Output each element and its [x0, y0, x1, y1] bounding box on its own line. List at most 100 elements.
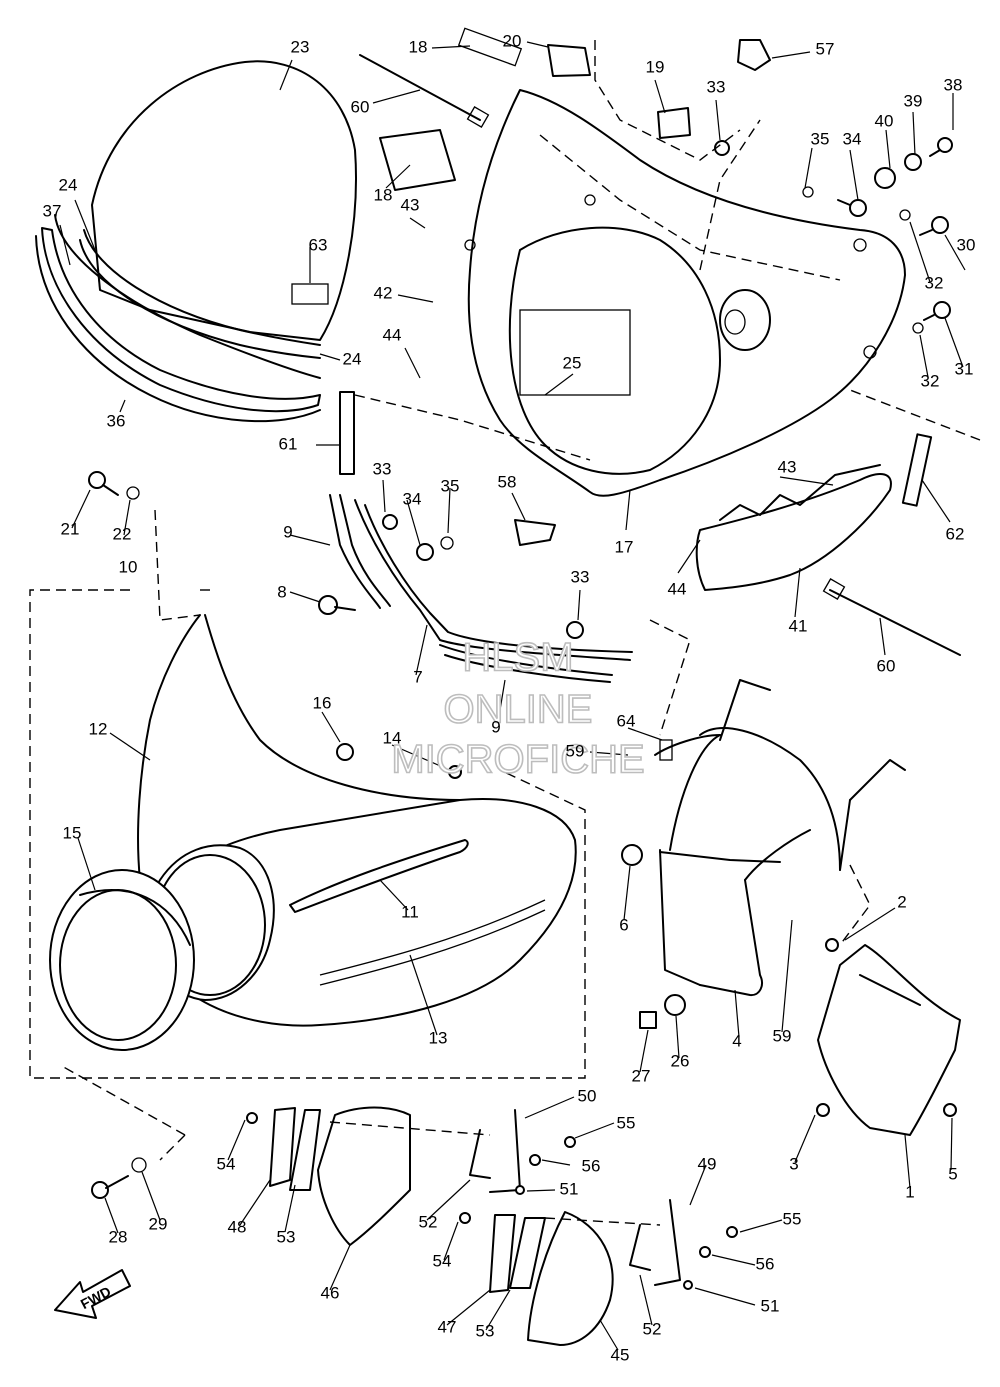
callout-59: 59	[566, 741, 585, 760]
callout-32b: 32	[921, 371, 940, 390]
callout-62: 62	[946, 524, 965, 543]
callout-19: 19	[646, 57, 665, 76]
callout-36: 36	[107, 411, 126, 430]
callout-60b: 60	[877, 656, 896, 675]
callout-60: 60	[351, 97, 370, 116]
callout-40: 40	[875, 111, 894, 130]
callout-18b: 18	[374, 185, 393, 204]
cable-tie-parts	[339, 27, 961, 761]
callout-50: 50	[578, 1086, 597, 1105]
callout-45: 45	[611, 1345, 630, 1364]
callout-28: 28	[109, 1227, 128, 1246]
callout-9b: 9	[491, 717, 500, 736]
callout-21: 21	[61, 519, 80, 538]
callout-labels: 23 18 20 19 33 57 38 39 40 35 34 60 18 4…	[43, 31, 976, 1364]
fwd-arrow-icon: FWD	[54, 1269, 131, 1319]
callout-51b: 51	[761, 1296, 780, 1315]
connector-lines	[59, 40, 981, 1226]
callout-33c: 33	[571, 567, 590, 586]
callout-11: 11	[401, 902, 419, 921]
lower-cover-part	[695, 464, 892, 591]
inner-cover-parts	[269, 1106, 681, 1346]
callout-1: 1	[905, 1182, 914, 1201]
callout-9: 9	[283, 522, 292, 541]
callout-55: 55	[617, 1113, 636, 1132]
leader-lines	[59, 41, 966, 1351]
callout-2: 2	[897, 892, 906, 911]
callout-52: 52	[419, 1212, 438, 1231]
callout-22: 22	[113, 524, 132, 543]
callout-37: 37	[43, 201, 62, 220]
callout-3: 3	[789, 1154, 798, 1173]
callout-54: 54	[217, 1154, 236, 1173]
callout-59b: 59	[773, 1026, 792, 1045]
callout-55b: 55	[783, 1209, 802, 1228]
callout-20: 20	[503, 31, 522, 50]
callout-52b: 52	[643, 1319, 662, 1338]
callout-49: 49	[698, 1154, 717, 1173]
callout-12: 12	[89, 719, 108, 738]
callout-14: 14	[383, 728, 402, 747]
callout-10: 10	[119, 557, 138, 576]
callout-54b: 54	[433, 1251, 452, 1270]
callout-38: 38	[944, 75, 963, 94]
callout-5: 5	[948, 1164, 957, 1183]
callout-43b: 43	[778, 457, 797, 476]
callout-13: 13	[429, 1028, 448, 1047]
headlight-rim-part	[49, 869, 195, 1051]
callout-34: 34	[843, 129, 862, 148]
callout-27: 27	[632, 1066, 651, 1085]
callout-58: 58	[498, 472, 517, 491]
callout-35b: 35	[441, 476, 460, 495]
fairing-assembly-box	[29, 589, 586, 1079]
callout-8: 8	[277, 582, 286, 601]
callout-23: 23	[291, 37, 310, 56]
callout-24b: 24	[343, 349, 362, 368]
watermark-line-1: HLSM	[462, 636, 573, 680]
callout-63: 63	[309, 235, 328, 254]
callout-53: 53	[277, 1227, 296, 1246]
watermark: HLSM ONLINE MICROFICHE	[391, 635, 646, 783]
callout-44: 44	[383, 325, 402, 344]
callout-7: 7	[413, 667, 422, 686]
callout-43: 43	[401, 195, 420, 214]
callout-57: 57	[816, 39, 835, 58]
callout-32: 32	[925, 273, 944, 292]
watermark-line-2: ONLINE	[444, 688, 593, 732]
callout-51: 51	[560, 1179, 579, 1198]
callout-4: 4	[732, 1031, 741, 1050]
hardware-parts	[88, 39, 957, 1290]
callout-41: 41	[789, 616, 808, 635]
callout-16: 16	[313, 693, 332, 712]
callout-35: 35	[811, 129, 830, 148]
callout-29: 29	[149, 1214, 168, 1233]
callout-6: 6	[619, 915, 628, 934]
callout-17: 17	[615, 537, 634, 556]
callout-42: 42	[374, 283, 393, 302]
fairing-stay-part	[659, 679, 906, 997]
callout-33b: 33	[373, 459, 392, 478]
callout-56: 56	[582, 1156, 601, 1175]
callout-39: 39	[904, 91, 923, 110]
callout-26: 26	[671, 1051, 690, 1070]
callout-48: 48	[228, 1217, 247, 1236]
callout-18: 18	[409, 37, 428, 56]
windshield-part	[91, 60, 357, 341]
callout-56b: 56	[756, 1254, 775, 1273]
callout-25: 25	[563, 353, 582, 372]
callout-47: 47	[438, 1317, 457, 1336]
windshield-trim-parts	[35, 214, 321, 423]
watermark-line-3: MICROFICHE	[391, 738, 644, 782]
callout-30: 30	[957, 235, 976, 254]
callout-44b: 44	[668, 579, 687, 598]
bracket-parts	[329, 494, 633, 683]
callout-33: 33	[707, 77, 726, 96]
callout-15: 15	[63, 823, 82, 842]
callout-34b: 34	[403, 489, 422, 508]
callout-53b: 53	[476, 1321, 495, 1340]
callout-46: 46	[321, 1283, 340, 1302]
callout-64: 64	[617, 711, 636, 730]
callout-31: 31	[955, 359, 974, 378]
lower-bracket-part	[817, 944, 961, 1136]
